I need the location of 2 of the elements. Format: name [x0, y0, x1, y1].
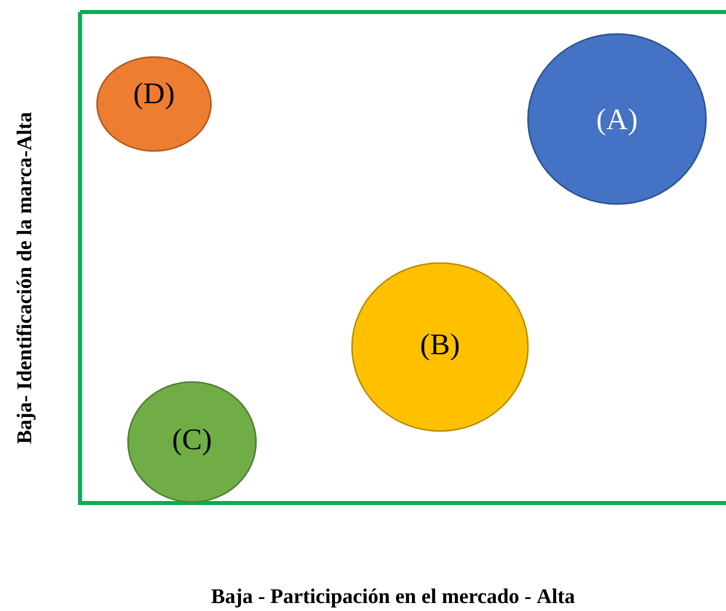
axis-label: Baja- Identificación de la marca-Alta — [16, 112, 36, 444]
axis-label: Baja - Participación en el mercado - Alta — [211, 588, 575, 608]
